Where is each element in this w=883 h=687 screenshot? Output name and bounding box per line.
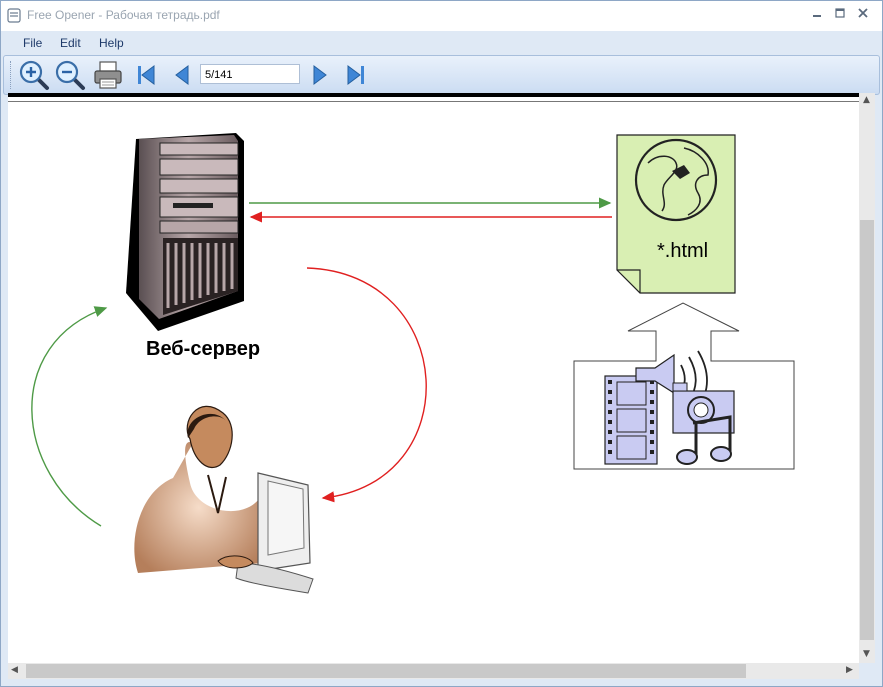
print-icon[interactable] — [92, 59, 124, 91]
user-at-computer-icon — [134, 405, 314, 594]
html-document-icon — [616, 134, 736, 294]
slide-diagram — [31, 133, 795, 594]
scroll-up-icon[interactable]: ▲ — [863, 95, 870, 105]
vertical-scroll-thumb[interactable] — [860, 220, 874, 640]
maximize-icon — [835, 8, 845, 18]
server-icon — [126, 133, 244, 331]
last-page-icon[interactable] — [340, 59, 372, 91]
menu-help[interactable]: Help — [99, 36, 124, 50]
next-page-icon[interactable] — [304, 59, 336, 91]
request-curve-arrow — [31, 306, 108, 527]
menu-edit[interactable]: Edit — [60, 36, 81, 50]
minimize-button[interactable] — [807, 6, 827, 24]
scroll-right-icon[interactable]: ▶ — [846, 665, 853, 675]
delivery-arrow — [306, 267, 427, 503]
window-title: Free Opener - Рабочая тетрадь.pdf — [27, 8, 220, 22]
toolbar-grip[interactable] — [10, 61, 13, 89]
horizontal-scroll-thumb[interactable] — [26, 664, 746, 678]
html-file-label: *.html — [657, 240, 709, 262]
close-button[interactable] — [853, 6, 873, 24]
app-icon — [7, 8, 21, 23]
close-icon — [858, 8, 868, 18]
maximize-button[interactable] — [830, 6, 850, 24]
previous-page-icon[interactable] — [166, 59, 198, 91]
menu-file[interactable]: File — [23, 36, 43, 50]
menu-bar: File Edit Help — [1, 31, 882, 55]
zoom-in-icon[interactable] — [18, 59, 50, 91]
minimize-icon — [813, 15, 821, 17]
vertical-scrollbar[interactable]: ▲ ▼ — [859, 93, 875, 663]
page-edge-line — [8, 101, 859, 102]
page-number-field[interactable]: 5/141 — [200, 64, 300, 84]
scroll-down-icon[interactable]: ▼ — [863, 649, 870, 659]
first-page-icon[interactable] — [130, 59, 162, 91]
document-viewer[interactable]: Веб-сервер *.html — [8, 93, 859, 663]
scroll-left-icon[interactable]: ◀ — [11, 665, 18, 675]
title-bar[interactable]: Free Opener - Рабочая тетрадь.pdf — [1, 1, 882, 31]
media-icons — [604, 350, 735, 465]
page-edge — [8, 93, 859, 97]
server-label: Веб-сервер — [146, 338, 261, 360]
toolbar: 5/141 — [3, 55, 880, 95]
horizontal-scrollbar[interactable]: ◀ ▶ — [8, 663, 859, 679]
zoom-out-icon[interactable] — [54, 59, 86, 91]
